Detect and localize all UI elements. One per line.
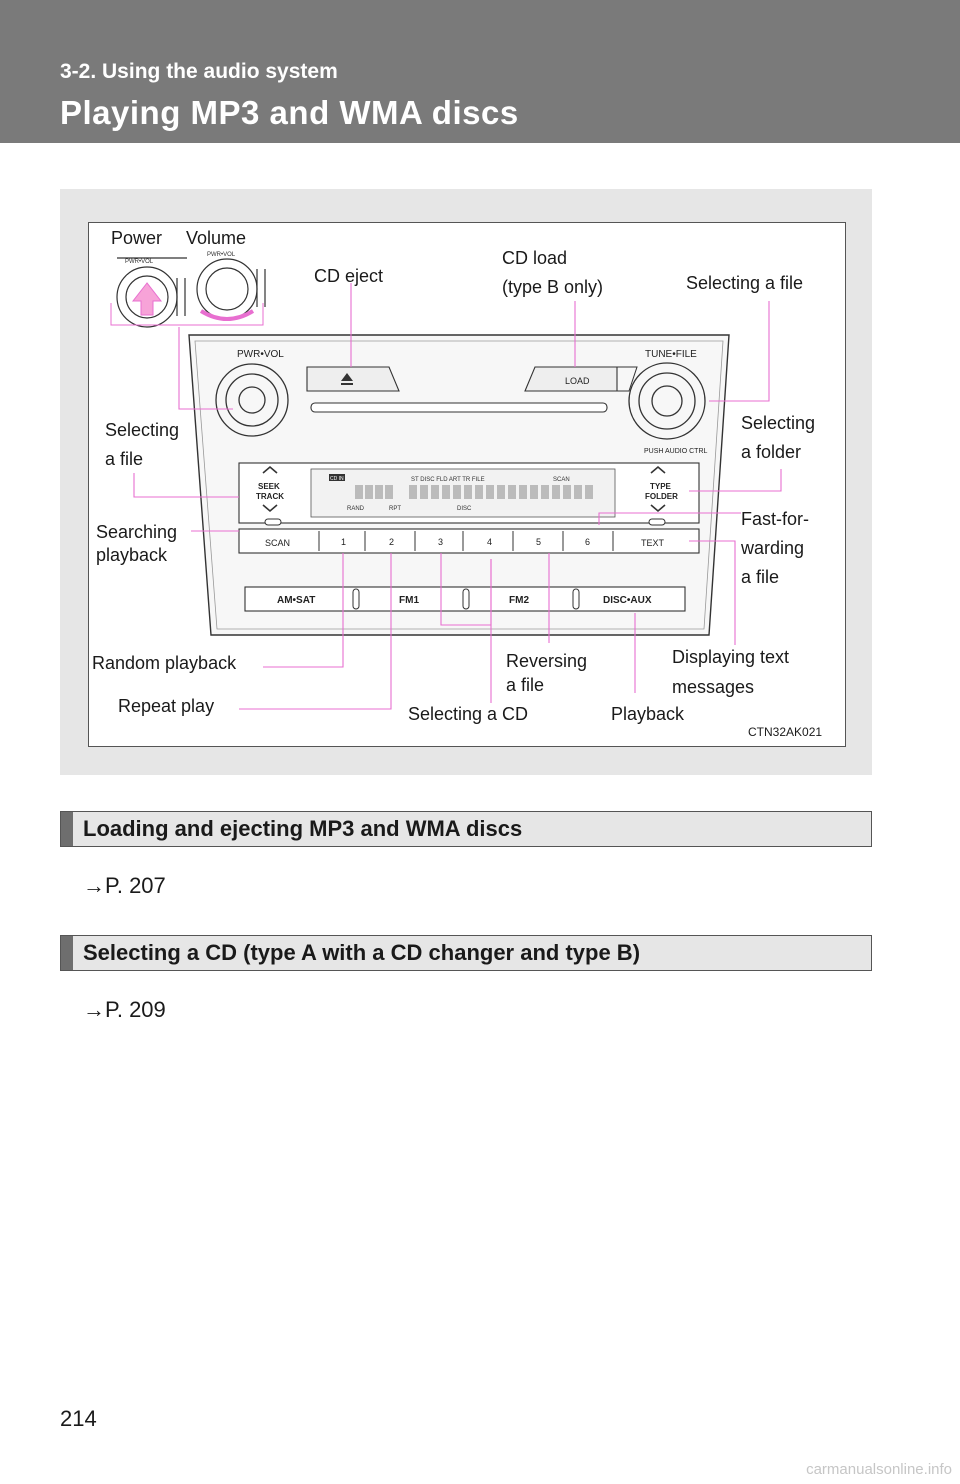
section-heading-selecting-cd-text: Selecting a CD (type A with a CD changer… bbox=[83, 940, 641, 965]
searching-callout-1: Searching bbox=[96, 522, 178, 542]
disc-slot bbox=[310, 402, 608, 413]
preset-1: 1 bbox=[341, 537, 346, 547]
callout-lines bbox=[133, 283, 782, 710]
scan-button-label: SCAN bbox=[265, 538, 290, 548]
display-top-indicators: ST DISC FLD ART TR FILE bbox=[411, 477, 485, 483]
preset-4: 4 bbox=[487, 537, 492, 547]
type-label: TYPE bbox=[650, 482, 672, 491]
reversing-callout-2: a file bbox=[506, 675, 545, 695]
preset-6: 6 bbox=[585, 537, 590, 547]
reversing-callout-1: Reversing bbox=[506, 651, 588, 671]
volume-callout: Volume bbox=[186, 228, 247, 248]
fast-forward-callout-2: warding bbox=[741, 538, 805, 558]
cd-load-callout-2: (type B only) bbox=[502, 277, 604, 297]
section-breadcrumb: 3-2. Using the audio system bbox=[60, 60, 338, 83]
display-disc: DISC bbox=[457, 506, 472, 512]
eject-button bbox=[306, 366, 400, 392]
preset-3: 3 bbox=[438, 537, 443, 547]
playback-callout: Playback bbox=[611, 704, 685, 724]
displaying-text-callout-2: messages bbox=[672, 677, 755, 697]
page-reference-loading[interactable]: →P. 207 bbox=[83, 873, 166, 898]
pwr-vol-label: PWR•VOL bbox=[237, 349, 284, 360]
selecting-cd-callout: Selecting a CD bbox=[408, 704, 529, 724]
random-playback-callout: Random playback bbox=[92, 653, 237, 673]
pwr-vol-knob bbox=[215, 363, 289, 437]
fast-forward-callout-3: a file bbox=[741, 567, 780, 587]
section-heading-loading-text: Loading and ejecting MP3 and WMA discs bbox=[83, 816, 523, 841]
inset-pwr-vol-2: PWR•VOL bbox=[207, 252, 236, 258]
page-number: 214 bbox=[60, 1406, 97, 1431]
repeat-play-callout: Repeat play bbox=[118, 696, 215, 716]
display-cdin: CD IN bbox=[330, 476, 344, 482]
volume-turn-arrow bbox=[199, 309, 255, 321]
folder-label: FOLDER bbox=[645, 492, 678, 501]
section-heading-selecting-cd: Selecting a CD (type A with a CD changer… bbox=[60, 935, 872, 971]
display-rand: RAND bbox=[347, 506, 365, 512]
track-label: TRACK bbox=[256, 492, 284, 501]
push-audio-label: PUSH AUDIO CTRL bbox=[644, 448, 708, 455]
watermark: carmanualsonline.info bbox=[806, 1461, 952, 1478]
fm1-label: FM1 bbox=[399, 595, 419, 606]
tune-file-knob bbox=[628, 362, 706, 440]
load-label: LOAD bbox=[565, 376, 590, 386]
audio-unit-drawing: PWR•VOL PWR•VOL PWR•VOL TUNE•FILE PUSH A… bbox=[110, 252, 782, 710]
text-button-label: TEXT bbox=[641, 538, 665, 548]
tune-file-label: TUNE•FILE bbox=[645, 349, 697, 360]
selecting-file-left-callout-1: Selecting bbox=[105, 420, 180, 440]
fast-forward-callout-1: Fast-for- bbox=[741, 509, 810, 529]
preset-2: 2 bbox=[389, 537, 394, 547]
seek-label: SEEK bbox=[258, 482, 280, 491]
display-scan: SCAN bbox=[553, 477, 570, 483]
audio-unit-figure: PWR•VOL PWR•VOL PWR•VOL TUNE•FILE PUSH A… bbox=[88, 222, 846, 747]
page-title: Playing MP3 and WMA discs bbox=[60, 94, 519, 131]
selecting-folder-callout-2: a folder bbox=[741, 442, 802, 462]
displaying-text-callout-1: Displaying text bbox=[672, 647, 790, 667]
searching-callout-2: playback bbox=[96, 545, 168, 565]
cd-eject-callout: CD eject bbox=[314, 266, 384, 286]
section-heading-loading: Loading and ejecting MP3 and WMA discs bbox=[60, 811, 872, 847]
selecting-folder-callout-1: Selecting bbox=[741, 413, 816, 433]
preset-row bbox=[238, 528, 700, 554]
page-reference-selecting-cd[interactable]: →P. 209 bbox=[83, 997, 166, 1022]
selecting-file-left-callout-2: a file bbox=[105, 449, 144, 469]
display-rpt: RPT bbox=[389, 506, 401, 512]
disc-aux-label: DISC•AUX bbox=[603, 595, 652, 606]
inset-pwr-vol-1: PWR•VOL bbox=[125, 259, 154, 265]
page-header: 3-2. Using the audio system Playing MP3 … bbox=[0, 0, 960, 143]
cd-load-callout-1: CD load bbox=[502, 248, 568, 268]
selecting-file-right-callout: Selecting a file bbox=[686, 273, 804, 293]
preset-5: 5 bbox=[536, 537, 541, 547]
power-press-arrow bbox=[131, 282, 163, 316]
figure-code: CTN32AK021 bbox=[748, 725, 823, 739]
am-sat-label: AM•SAT bbox=[277, 595, 315, 606]
power-callout: Power bbox=[111, 228, 163, 248]
fm2-label: FM2 bbox=[509, 595, 529, 606]
display-segments bbox=[355, 485, 593, 499]
